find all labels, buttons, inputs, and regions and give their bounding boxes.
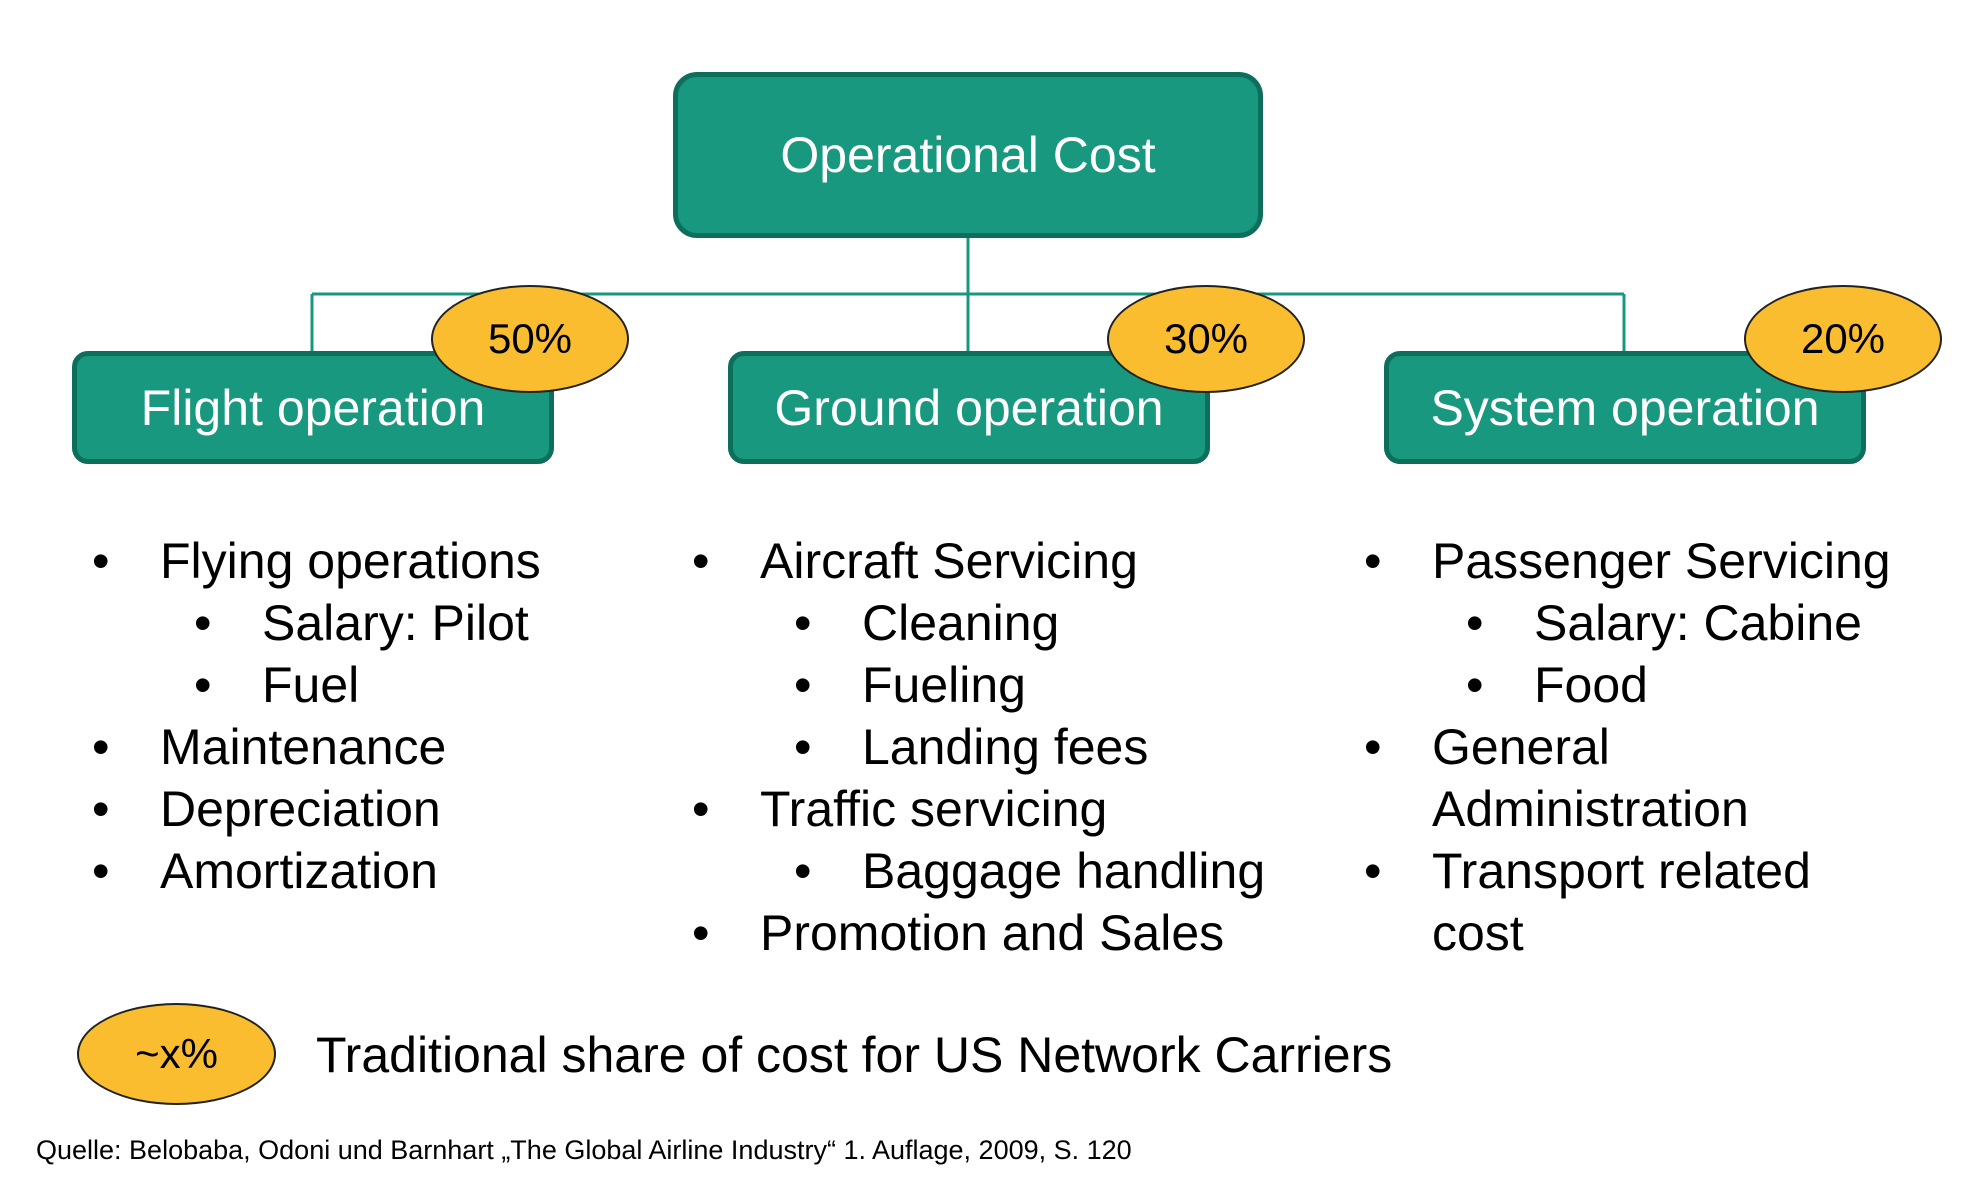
bullet-icon: • (194, 595, 212, 651)
list-item: •Maintenance (92, 716, 692, 778)
list-item: •Transport related cost (1364, 840, 1872, 964)
legend-badge: ~x% (77, 1003, 276, 1105)
list-item: •Aircraft Servicing (692, 530, 1392, 592)
source-citation: Quelle: Belobaba, Odoni und Barnhart „Th… (36, 1135, 1132, 1165)
list-item: •Salary: Pilot (92, 592, 692, 654)
bullet-icon: • (794, 657, 812, 713)
list-item: •Depreciation (92, 778, 692, 840)
system-operation-items: •Passenger Servicing •Salary: Cabine •Fo… (1364, 530, 1964, 964)
list-item: •Cleaning (692, 592, 1392, 654)
share-badge-system: 20% (1744, 285, 1942, 393)
bullet-icon: • (1364, 843, 1382, 899)
legend-badge-label: ~x% (135, 1030, 218, 1077)
list-item: •General Administration (1364, 716, 1872, 840)
list-item: •Fueling (692, 654, 1392, 716)
list-item: •Amortization (92, 840, 692, 902)
list-item: •Promotion and Sales (692, 902, 1392, 964)
flight-operation-items: •Flying operations •Salary: Pilot •Fuel … (92, 530, 692, 902)
root-node-operational-cost: Operational Cost (673, 72, 1263, 238)
bullet-icon: • (794, 595, 812, 651)
bullet-icon: • (794, 843, 812, 899)
bullet-icon: • (1364, 719, 1382, 775)
list-item: •Food (1364, 654, 1964, 716)
list-item: •Passenger Servicing (1364, 530, 1964, 592)
list-item: •Traffic servicing (692, 778, 1392, 840)
bullet-icon: • (1364, 533, 1382, 589)
bullet-icon: • (92, 781, 110, 837)
legend-text: Traditional share of cost for US Network… (316, 1027, 1393, 1083)
node-flight-operation: Flight operation (72, 351, 554, 464)
node-label: System operation (1430, 379, 1820, 436)
list-item: •Salary: Cabine (1364, 592, 1964, 654)
bullet-icon: • (92, 719, 110, 775)
ground-operation-items: •Aircraft Servicing •Cleaning •Fueling •… (692, 530, 1392, 964)
list-item: •Baggage handling (692, 840, 1392, 902)
bullet-icon: • (92, 533, 110, 589)
list-item: •Fuel (92, 654, 692, 716)
share-badge-ground: 30% (1107, 285, 1305, 393)
node-label: Ground operation (774, 379, 1164, 436)
bullet-icon: • (194, 657, 212, 713)
bullet-icon: • (692, 905, 710, 961)
share-value: 20% (1800, 315, 1886, 362)
bullet-icon: • (1466, 657, 1484, 713)
bullet-icon: • (1466, 595, 1484, 651)
share-value: 30% (1163, 315, 1249, 362)
node-label: Flight operation (140, 379, 486, 436)
share-badge-flight: 50% (431, 285, 629, 393)
bullet-icon: • (692, 533, 710, 589)
list-item: •Flying operations (92, 530, 692, 592)
bullet-icon: • (794, 719, 812, 775)
bullet-icon: • (92, 843, 110, 899)
bullet-icon: • (692, 781, 710, 837)
share-value: 50% (487, 315, 573, 362)
root-label: Operational Cost (780, 127, 1156, 183)
list-item: •Landing fees (692, 716, 1392, 778)
